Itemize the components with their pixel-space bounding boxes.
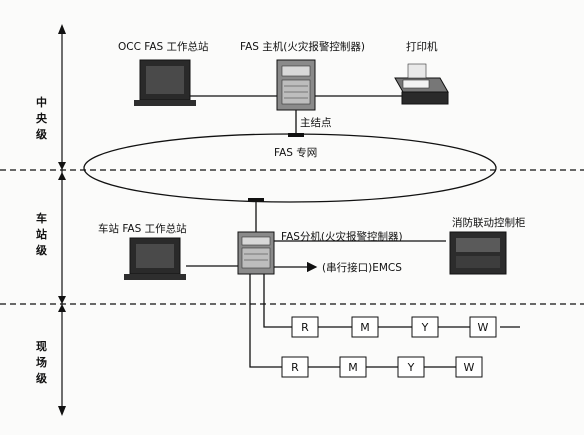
fas-network-label: FAS 专网 [274,146,317,159]
field-device-m: M [351,316,379,338]
svg-text:R: R [301,321,309,334]
main-node-marker [288,133,304,137]
field-loop-1: R M Y W [291,316,497,338]
fas-branch-cabinet-icon [237,231,275,275]
svg-text:站: 站 [36,227,47,241]
level-axis [58,24,66,416]
svg-text:车: 车 [36,211,47,225]
svg-text:中: 中 [36,95,47,109]
field-loop-2: R M Y W [281,356,483,378]
field-loop-1-line [263,274,292,328]
printer-icon [394,63,449,105]
level-label-field: 现 场 级 [35,340,48,385]
svg-text:Y: Y [407,361,415,374]
field-device-y: Y [397,356,425,378]
svg-text:级: 级 [35,127,48,141]
svg-text:R: R [291,361,299,374]
field-device-r: R [291,316,319,338]
field-loop-2-line [249,274,282,368]
level-label-station: 车 站 级 [35,211,48,257]
svg-text:M: M [348,361,358,374]
field-device-r: R [281,356,309,378]
fas-branch-label: FAS分机(火灾报警控制器) [281,230,403,243]
field-device-w: W [469,316,497,338]
svg-text:W: W [464,361,475,374]
svg-text:级: 级 [35,371,48,385]
field-device-m: M [339,356,367,378]
field-device-w: W [455,356,483,378]
fas-host-cabinet-icon [276,59,316,111]
svg-text:W: W [478,321,489,334]
station-workstation-monitor-icon [124,237,186,280]
printer-label: 打印机 [406,40,438,53]
svg-text:场: 场 [36,355,47,369]
occ-workstation-monitor-icon [134,59,196,106]
svg-text:现: 现 [36,340,47,353]
level-label-central: 中 央 级 [35,95,48,141]
occ-workstation-label: OCC FAS 工作总站 [118,40,209,53]
station-workstation-label: 车站 FAS 工作总站 [98,222,187,235]
svg-text:央: 央 [36,111,48,125]
svg-text:M: M [360,321,370,334]
linkage-cabinet-icon [449,231,507,275]
svg-text:级: 级 [35,243,48,257]
station-node-marker [248,198,264,202]
fas-network-ellipse [83,133,497,203]
field-device-y: Y [411,316,439,338]
main-node-label: 主结点 [300,116,332,129]
linkage-cabinet-label: 消防联动控制柜 [452,216,526,229]
svg-text:Y: Y [421,321,429,334]
fas-host-label: FAS 主机(火灾报警控制器) [240,40,365,53]
emcs-label: (串行接口)EMCS [322,261,402,274]
